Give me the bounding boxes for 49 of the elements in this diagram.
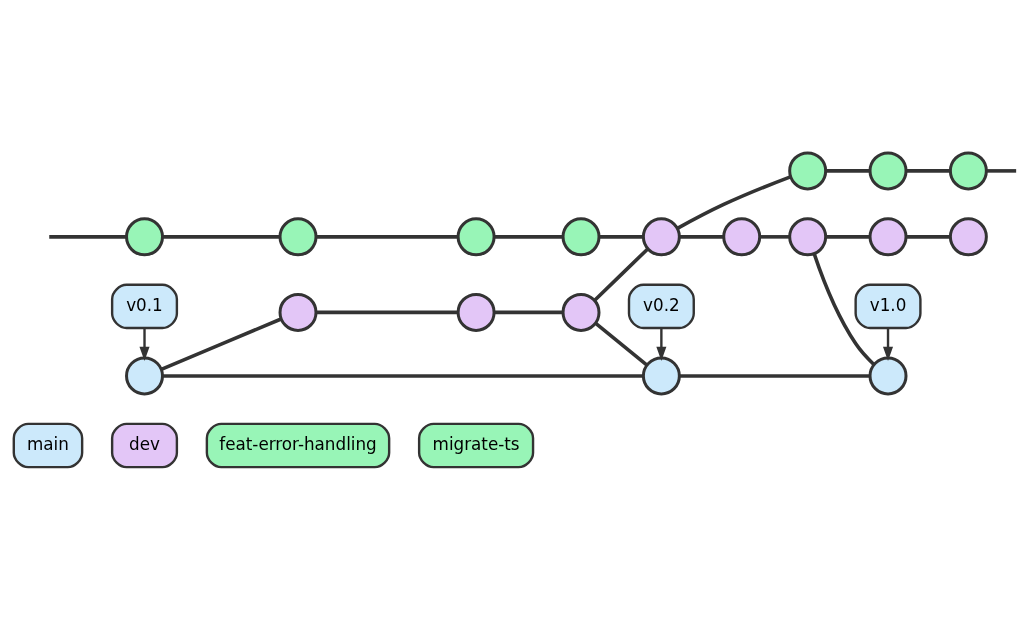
node-circle xyxy=(641,356,681,396)
connector xyxy=(593,247,649,302)
node-circle xyxy=(787,151,827,191)
connector xyxy=(676,175,791,230)
connector xyxy=(811,253,875,366)
node-circle xyxy=(278,217,317,257)
node-circle xyxy=(561,292,600,332)
arrow xyxy=(138,328,150,362)
connector xyxy=(905,235,950,239)
connector xyxy=(493,310,563,315)
connector xyxy=(315,235,458,239)
connector xyxy=(315,310,458,315)
arrow xyxy=(882,328,893,362)
node-circle xyxy=(787,217,827,257)
connector xyxy=(759,235,789,239)
node-circle xyxy=(561,217,600,257)
node-circle xyxy=(456,292,496,332)
node-circle xyxy=(868,217,907,257)
connector xyxy=(985,169,1016,173)
connector xyxy=(593,321,648,367)
node-box: main xyxy=(12,422,83,469)
node-circle xyxy=(721,217,761,257)
node-circle xyxy=(868,151,907,191)
connector xyxy=(48,235,126,239)
node-box: migrate-ts xyxy=(417,422,534,469)
connector xyxy=(160,317,282,372)
node-circle xyxy=(641,217,681,257)
node-box: dev xyxy=(110,422,178,469)
arrow xyxy=(655,328,666,362)
node-circle xyxy=(948,151,988,191)
connector xyxy=(678,374,870,378)
node-box: v0.1 xyxy=(110,283,178,330)
connector xyxy=(905,169,950,173)
node-box: feat-error-handling xyxy=(205,422,390,469)
connector xyxy=(598,235,643,239)
node-circle xyxy=(456,217,496,257)
node-box: v0.2 xyxy=(627,283,695,330)
node-box: v1.0 xyxy=(853,283,922,330)
node-circle xyxy=(948,217,988,257)
connector xyxy=(162,235,280,239)
node-circle xyxy=(124,356,164,396)
connector xyxy=(162,374,643,378)
connector xyxy=(679,235,724,239)
connector xyxy=(825,169,870,173)
node-circle xyxy=(868,356,907,396)
node-circle xyxy=(124,217,164,257)
node-circle xyxy=(278,292,317,332)
connector xyxy=(493,235,563,239)
connector xyxy=(825,235,870,239)
